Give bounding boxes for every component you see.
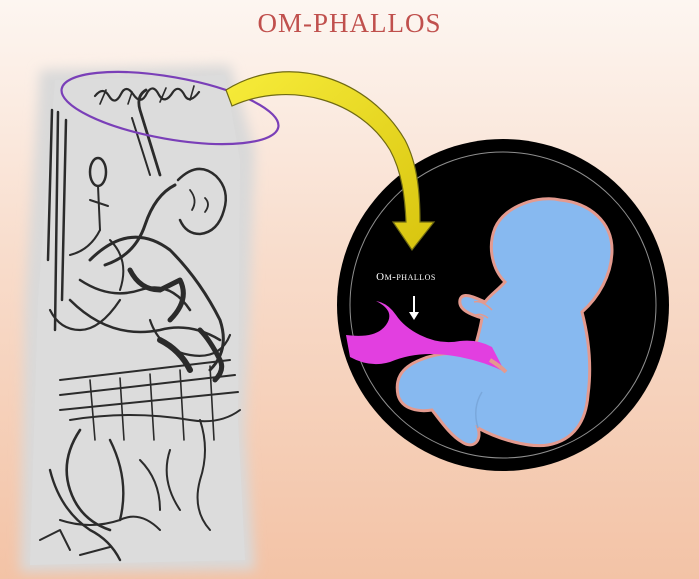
om-phallos-label: Om-phallos <box>346 271 466 283</box>
curved-pointer-arrow <box>226 72 434 250</box>
